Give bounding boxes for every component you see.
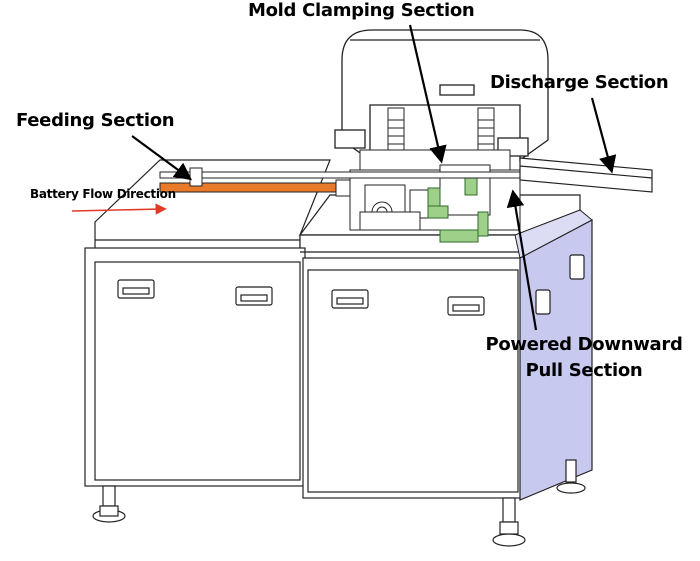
arrow-icon: [131, 24, 617, 331]
cabinet-handle-icon: [117, 254, 585, 316]
powered-pull-line2: Pull Section: [525, 360, 643, 381]
powered-pull-label: Powered Downward Pull Section: [484, 332, 684, 384]
flow-arrow-icon: [71, 203, 167, 215]
feeding-label: Feeding Section: [16, 110, 175, 131]
battery-flow-label: Battery Flow Direction: [30, 187, 176, 201]
green-parts: [427, 174, 489, 243]
discharge-rail: [519, 157, 653, 193]
press-columns: [359, 107, 511, 171]
powered-pull-line1: Powered Downward: [485, 334, 683, 355]
discharge-label: Discharge Section: [490, 72, 669, 93]
foot-icon: [92, 459, 586, 547]
press-housing: [334, 29, 549, 162]
mold-clamping-label: Mold Clamping Section: [248, 0, 475, 21]
